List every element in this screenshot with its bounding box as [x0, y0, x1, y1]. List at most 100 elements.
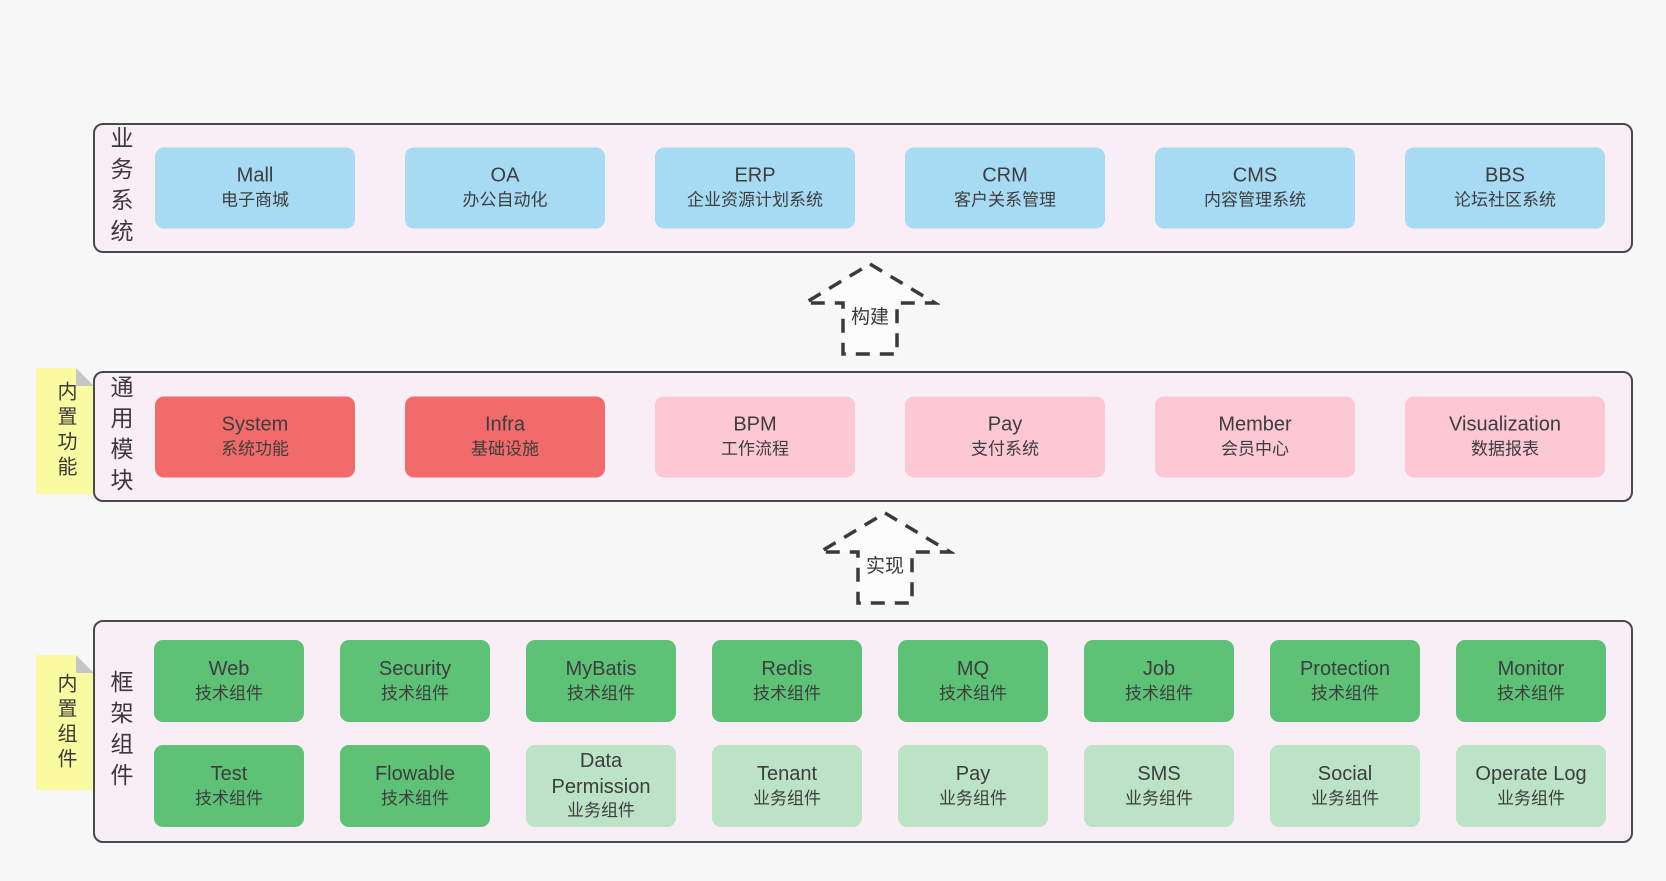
sticky-note-label: 内置功能 [54, 381, 76, 481]
box-subtitle: 技术组件 [195, 788, 263, 808]
box-test: Test 技术组件 [154, 745, 304, 827]
implement-arrow-label: 实现 [860, 550, 910, 579]
box-subtitle: 客户关系管理 [954, 190, 1056, 210]
box-subtitle: 技术组件 [381, 683, 449, 703]
box-subtitle: 技术组件 [1311, 683, 1379, 703]
box-social: Social 业务组件 [1270, 745, 1420, 827]
box-pay: Pay 业务组件 [898, 745, 1048, 827]
box-subtitle: 会员中心 [1221, 439, 1289, 459]
box-job: Job 技术组件 [1084, 640, 1234, 722]
box-title: Pay [955, 762, 991, 785]
box-title: OA [490, 164, 520, 187]
box-title: Data Permission [551, 750, 651, 798]
box-system: System 系统功能 [155, 396, 355, 477]
box-subtitle: 支付系统 [971, 439, 1039, 459]
box-title: Infra [484, 413, 526, 436]
box-visualization: Visualization 数据报表 [1405, 396, 1605, 477]
box-title: ERP [734, 164, 776, 187]
box-title: Flowable [374, 762, 456, 785]
box-subtitle: 工作流程 [721, 439, 789, 459]
box-title: Job [1142, 657, 1176, 680]
box-subtitle: 论坛社区系统 [1454, 190, 1556, 210]
box-subtitle: 技术组件 [381, 788, 449, 808]
box-flowable: Flowable 技术组件 [340, 745, 490, 827]
box-oa: OA 办公自动化 [405, 147, 605, 229]
box-title: Member [1218, 413, 1292, 436]
box-title: MQ [956, 657, 990, 680]
box-mybatis: MyBatis 技术组件 [526, 640, 676, 722]
box-title: Test [210, 762, 248, 785]
box-title: MyBatis [565, 657, 637, 680]
box-title: Pay [987, 413, 1023, 436]
box-title: Security [378, 657, 452, 680]
box-title: Operate Log [1475, 762, 1587, 785]
box-subtitle: 基础设施 [471, 439, 539, 459]
box-monitor: Monitor 技术组件 [1456, 640, 1606, 722]
panel-label-framework-components: 框架组件 [107, 669, 133, 794]
box-cms: CMS 内容管理系统 [1155, 147, 1355, 229]
box-security: Security 技术组件 [340, 640, 490, 722]
box-title: Visualization [1449, 413, 1561, 436]
box-subtitle: 业务组件 [1311, 788, 1379, 808]
box-title: Tenant [756, 762, 818, 785]
box-subtitle: 数据报表 [1471, 439, 1539, 459]
panel-label-business-systems: 业务系统 [107, 126, 133, 250]
sticky-fold-corner-icon [76, 368, 94, 386]
business-box-row: Mall 电子商城 OA 办公自动化 ERP 企业资源计划系统 CRM 客户关系管理 CMS 内容… [155, 147, 1605, 229]
sticky-note-builtin-features: 内置功能 [36, 368, 94, 494]
build-arrow-label: 构建 [845, 301, 895, 330]
box-subtitle: 技术组件 [1497, 683, 1565, 703]
box-subtitle: 办公自动化 [462, 190, 548, 210]
box-title: Monitor [1497, 657, 1565, 680]
box-tenant: Tenant 业务组件 [712, 745, 862, 827]
box-subtitle: 技术组件 [753, 683, 821, 703]
sticky-note-builtin-components: 内置组件 [36, 655, 94, 790]
implement-arrow: 实现 [815, 510, 955, 606]
box-subtitle: 业务组件 [1125, 788, 1193, 808]
box-sms: SMS 业务组件 [1084, 745, 1234, 827]
box-subtitle: 企业资源计划系统 [687, 190, 823, 210]
box-title: Redis [761, 657, 813, 680]
box-subtitle: 内容管理系统 [1204, 190, 1306, 210]
box-mall: Mall 电子商城 [155, 147, 355, 229]
panel-business-systems: 业务系统 Mall 电子商城 OA 办公自动化 ERP 企业资源计划系统 CRM 客户关系管理… [93, 123, 1633, 253]
sticky-note-label: 内置组件 [54, 672, 76, 773]
box-title: Social [1317, 762, 1373, 785]
box-erp: ERP 企业资源计划系统 [655, 147, 855, 229]
box-subtitle: 系统功能 [221, 439, 289, 459]
box-title: SMS [1137, 762, 1181, 785]
box-title: Mall [236, 164, 274, 187]
box-web: Web 技术组件 [154, 640, 304, 722]
box-subtitle: 业务组件 [1497, 788, 1565, 808]
box-subtitle: 业务组件 [753, 788, 821, 808]
box-operate-log: Operate Log 业务组件 [1456, 745, 1606, 827]
box-crm: CRM 客户关系管理 [905, 147, 1105, 229]
build-arrow: 构建 [800, 261, 940, 357]
panel-label-common-modules: 通用模块 [107, 374, 133, 499]
box-title: CRM [982, 164, 1028, 187]
box-title: Web [208, 657, 250, 680]
box-subtitle: 技术组件 [1125, 683, 1193, 703]
box-title: Protection [1299, 657, 1391, 680]
box-subtitle: 电子商城 [221, 190, 289, 210]
box-infra: Infra 基础设施 [405, 396, 605, 477]
box-subtitle: 技术组件 [195, 683, 263, 703]
sticky-fold-corner-icon [76, 655, 94, 673]
box-title: System [221, 413, 289, 436]
box-title: BBS [1484, 164, 1526, 187]
box-subtitle: 技术组件 [567, 683, 635, 703]
box-title: CMS [1232, 164, 1278, 187]
box-redis: Redis 技术组件 [712, 640, 862, 722]
box-protection: Protection 技术组件 [1270, 640, 1420, 722]
box-subtitle: 业务组件 [939, 788, 1007, 808]
box-member: Member 会员中心 [1155, 396, 1355, 477]
